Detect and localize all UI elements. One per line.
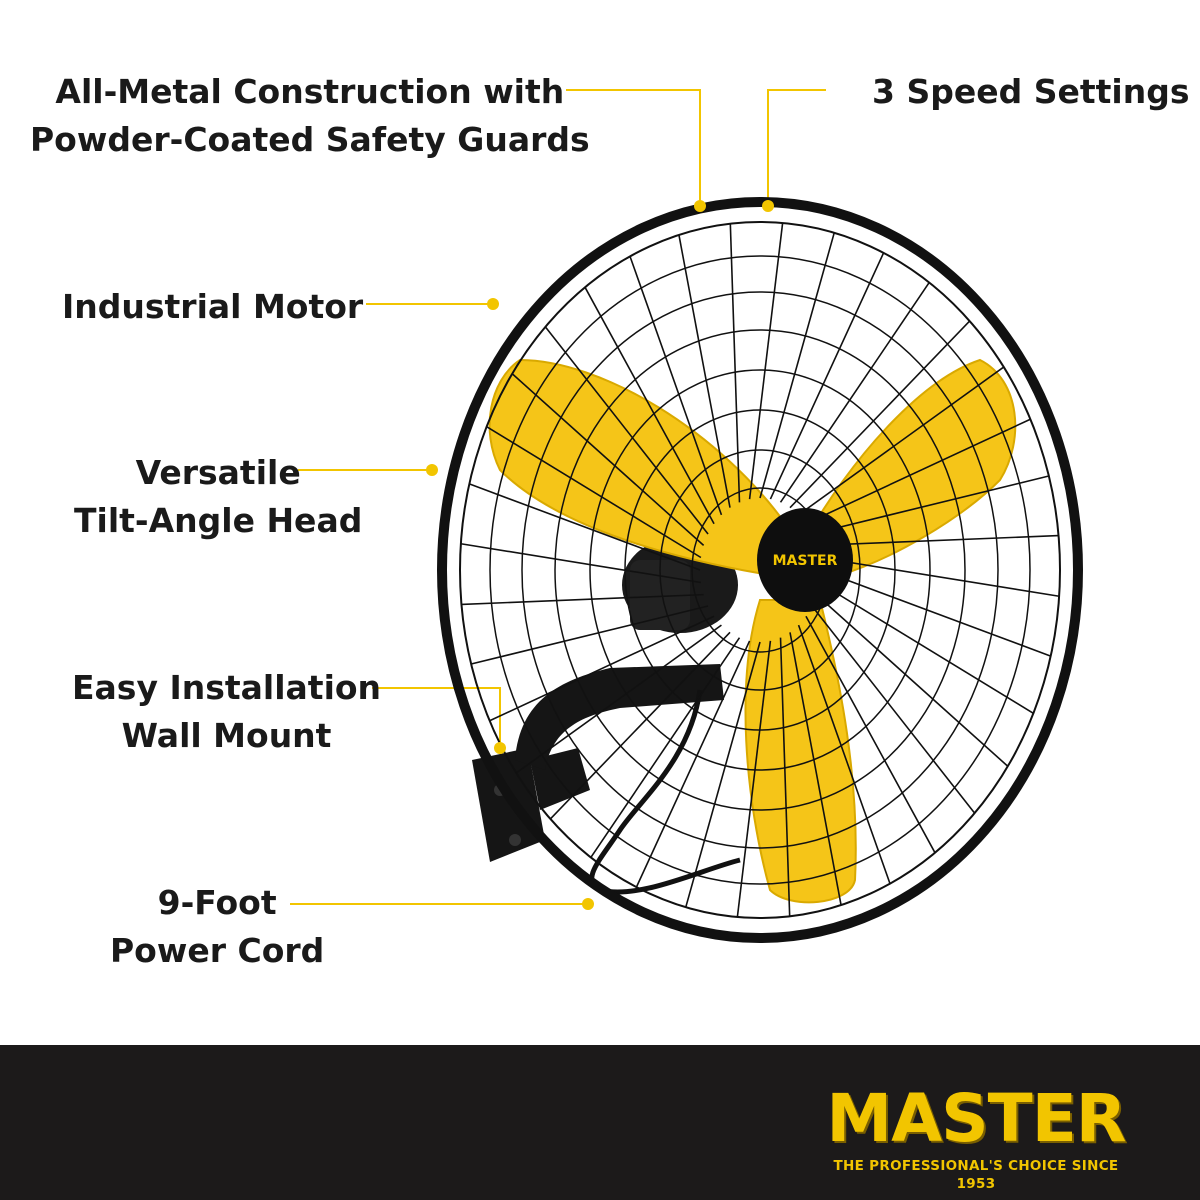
brand-footer: MASTER THE PROFESSIONAL'S CHOICE SINCE 1… xyxy=(0,1045,1200,1200)
guard-spoke xyxy=(779,282,930,503)
callout-dot-mount xyxy=(494,742,506,754)
callout-dot-guards xyxy=(694,200,706,212)
guard-spoke xyxy=(544,326,709,535)
feature-guards-line2: Powder-Coated Safety Guards xyxy=(30,120,590,159)
feature-label-cord: 9-Foot Power Cord xyxy=(110,879,324,975)
guard-spoke xyxy=(818,556,1060,598)
guard-spoke xyxy=(779,637,791,917)
guard-spoke xyxy=(759,232,835,499)
brand-logo: MASTER THE PROFESSIONAL'S CHOICE SINCE 1… xyxy=(816,1085,1136,1193)
wall-fan-illustration: MASTER xyxy=(290,89,1083,943)
fan-blade-left xyxy=(488,358,792,577)
guard-spoke xyxy=(811,475,1050,535)
fan-hub: MASTER xyxy=(757,508,853,612)
callout-line-speed xyxy=(767,89,826,206)
guard-spoke xyxy=(811,605,976,814)
guard-spoke xyxy=(515,624,722,774)
feature-tilt-line1: Versatile xyxy=(135,453,301,492)
brand-name: MASTER xyxy=(826,1080,1126,1157)
fan-blade-right xyxy=(803,358,1017,577)
callout-dot-motor xyxy=(487,298,499,310)
guard-spoke xyxy=(818,581,1034,715)
callout-dot-cord xyxy=(582,898,594,910)
feature-guards-line1: All-Metal Construction with xyxy=(55,72,565,111)
guard-spoke xyxy=(797,624,891,884)
guard-spoke xyxy=(629,256,723,516)
hub-logo: MASTER xyxy=(773,553,838,569)
guard-spoke xyxy=(678,234,731,508)
fan-guard xyxy=(437,197,1083,943)
guard-spoke xyxy=(798,366,1005,516)
guard-spoke xyxy=(549,631,731,820)
feature-label-mount: Easy Installation Wall Mount xyxy=(72,664,381,760)
callout-line-mount xyxy=(372,687,501,748)
fan-blades xyxy=(488,358,1017,904)
feature-speed-line1: 3 Speed Settings xyxy=(872,72,1190,111)
feature-tilt-line2: Tilt-Angle Head xyxy=(74,501,363,540)
guard-spoke xyxy=(460,542,702,584)
feature-motor-line1: Industrial Motor xyxy=(62,287,364,326)
callout-lines xyxy=(290,89,826,905)
feature-mount-line2: Wall Mount xyxy=(121,716,332,755)
feature-label-motor: Industrial Motor xyxy=(62,283,363,331)
guard-spoke xyxy=(469,483,701,571)
guard-spoke xyxy=(815,594,1009,767)
feature-label-tilt: Versatile Tilt-Angle Head xyxy=(74,449,362,545)
callout-line-guards xyxy=(566,89,701,206)
power-cord xyxy=(589,689,741,895)
callout-dots xyxy=(426,200,774,910)
guard-spoke xyxy=(729,223,741,503)
feature-label-speed: 3 Speed Settings xyxy=(872,68,1189,116)
guard-spoke xyxy=(819,569,1051,657)
guard-spoke xyxy=(511,373,705,546)
guard-spoke xyxy=(489,615,715,722)
brand-tagline: THE PROFESSIONAL'S CHOICE SINCE 1953 xyxy=(833,1158,1119,1192)
guard-spoke xyxy=(461,593,704,606)
guard-spoke xyxy=(584,286,715,525)
guard-spoke xyxy=(736,640,772,918)
callout-dot-tilt xyxy=(426,464,438,476)
guard-spoke xyxy=(789,320,971,509)
guard-spoke xyxy=(789,632,842,906)
feature-mount-line1: Easy Installation xyxy=(72,668,382,707)
guard-spoke xyxy=(748,222,784,500)
guard-spoke xyxy=(805,418,1031,525)
callout-dot-speed xyxy=(762,200,774,212)
fan-blade-bottom xyxy=(744,599,857,904)
guard-spoke xyxy=(590,637,741,858)
guard-spoke xyxy=(769,252,885,500)
guard-spoke xyxy=(486,425,702,559)
guard-spoke xyxy=(816,534,1059,547)
guard-spoke xyxy=(685,641,761,908)
feature-cord-line1: 9-Foot xyxy=(157,883,277,922)
feature-label-guards: All-Metal Construction with Powder-Coate… xyxy=(30,68,590,164)
guard-spoke xyxy=(470,605,709,665)
guard-spoke xyxy=(635,640,751,888)
feature-cord-line2: Power Cord xyxy=(110,931,325,970)
guard-spoke xyxy=(805,615,936,854)
